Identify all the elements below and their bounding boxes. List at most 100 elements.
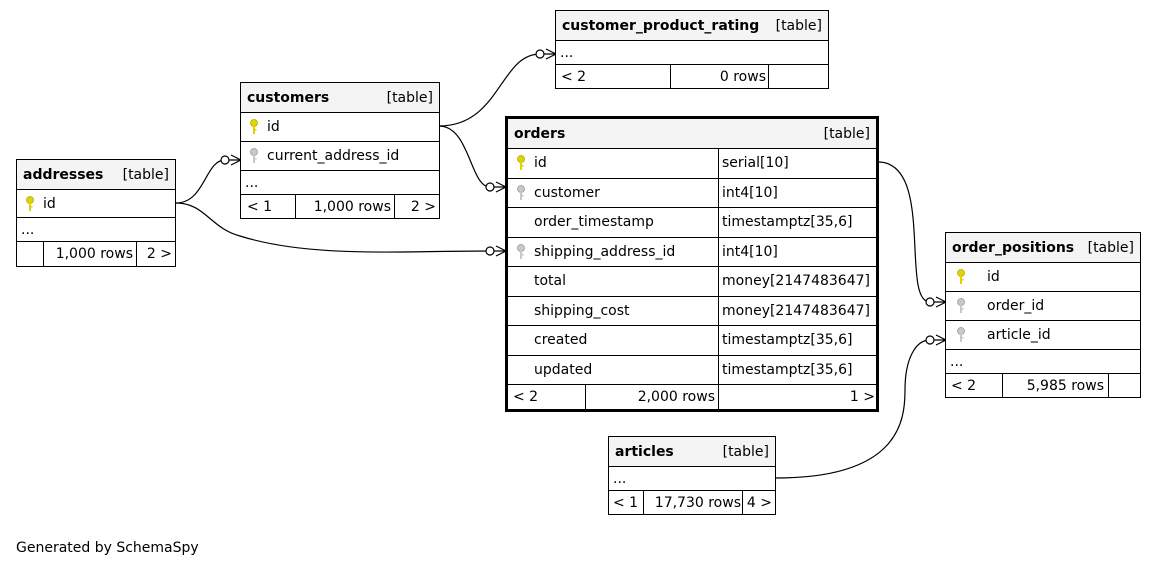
column-type: int4[10] xyxy=(722,243,778,260)
column-type: serial[10] xyxy=(722,155,789,172)
table-order-positions[interactable]: order_positions [table] id order_id arti… xyxy=(945,232,1141,398)
table-type: [table] xyxy=(722,443,769,460)
table-footer: < 2 2,000 rows 1 > xyxy=(508,385,876,409)
column-type: int4[10] xyxy=(722,184,778,201)
column-row[interactable]: id xyxy=(17,190,175,218)
table-header: addresses [table] xyxy=(17,160,175,190)
row-count: 1,000 rows xyxy=(313,198,391,215)
column-row[interactable]: customer int4[10] xyxy=(508,178,876,208)
table-name: orders xyxy=(514,125,566,142)
primary-key-icon xyxy=(25,190,35,217)
column-name: id xyxy=(534,155,547,172)
table-type: [table] xyxy=(823,125,870,142)
table-type: [table] xyxy=(1087,239,1134,256)
optional-marker xyxy=(485,182,495,192)
column-name: updated xyxy=(534,361,593,378)
foreign-key-icon xyxy=(956,292,966,320)
column-row[interactable]: article_id xyxy=(946,321,1140,350)
column-row[interactable]: order_id xyxy=(946,292,1140,321)
column-row[interactable]: current_address_id xyxy=(241,142,439,171)
foreign-key-icon xyxy=(516,179,526,208)
children-link[interactable]: 1 > xyxy=(849,389,875,405)
relation-customers-orders xyxy=(438,125,491,188)
ellipsis: ... xyxy=(245,174,259,191)
table-header: articles [table] xyxy=(609,437,775,467)
optional-marker xyxy=(925,297,935,307)
parents-link[interactable]: < 2 xyxy=(513,389,539,405)
relation-addresses-customers xyxy=(175,159,226,204)
primary-key-icon xyxy=(516,149,526,178)
table-footer: < 1 17,730 rows 4 > xyxy=(609,491,775,514)
column-row[interactable]: updated timestamptz[35,6] xyxy=(508,355,876,385)
table-name: articles xyxy=(615,443,674,460)
optional-marker xyxy=(220,155,230,165)
row-count: 5,985 rows xyxy=(1026,377,1104,394)
crowfoot-marker xyxy=(544,48,557,60)
foreign-key-icon xyxy=(956,321,966,349)
table-name: customer_product_rating xyxy=(562,17,760,34)
ellipsis: ... xyxy=(613,470,627,487)
table-customer-product-rating[interactable]: customer_product_rating [table] ... < 2 … xyxy=(555,10,829,89)
column-type: timestamptz[35,6] xyxy=(722,361,853,378)
table-header: customers [table] xyxy=(241,83,439,113)
column-name: order_timestamp xyxy=(534,214,654,231)
column-name: current_address_id xyxy=(267,148,400,164)
row-count: 1,000 rows xyxy=(55,246,133,262)
generated-by-credit: Generated by SchemaSpy xyxy=(16,540,199,556)
table-name: order_positions xyxy=(952,239,1075,256)
parents-link[interactable]: < 1 xyxy=(247,198,273,215)
column-name: id xyxy=(987,269,1000,285)
ellipsis: ... xyxy=(21,221,35,238)
ellipsis-row: ... xyxy=(609,467,775,491)
column-name: created xyxy=(534,332,588,349)
parents-link[interactable]: < 1 xyxy=(613,494,639,511)
table-customers[interactable]: customers [table] id current_address_id … xyxy=(240,82,440,219)
column-name: id xyxy=(267,119,280,135)
table-addresses[interactable]: addresses [table] id ... 1,000 rows 2 > xyxy=(16,159,176,267)
table-header: order_positions [table] xyxy=(946,233,1140,263)
primary-key-icon xyxy=(249,113,259,141)
relation-orders-positions xyxy=(877,161,931,303)
children-link[interactable]: 2 > xyxy=(410,198,436,215)
column-name: customer xyxy=(534,184,600,201)
optional-marker xyxy=(925,335,935,345)
table-footer: < 2 5,985 rows xyxy=(946,374,1140,397)
table-orders[interactable]: orders [table] id serial[10] customer int4[… xyxy=(505,116,879,412)
row-count: 0 rows xyxy=(719,68,766,85)
table-header: orders [table] xyxy=(508,119,876,149)
optional-marker xyxy=(535,49,545,59)
parents-link[interactable]: < 2 xyxy=(561,68,587,85)
column-row[interactable]: id xyxy=(946,263,1140,292)
column-name: id xyxy=(43,195,56,212)
ellipsis-row: ... xyxy=(17,218,175,242)
parents-link[interactable]: < 2 xyxy=(951,377,977,394)
row-count: 2,000 rows xyxy=(637,389,715,405)
column-row[interactable]: id xyxy=(241,113,439,142)
relation-customers-rating xyxy=(438,53,541,127)
ellipsis: ... xyxy=(560,44,574,61)
ellipsis-row: ... xyxy=(241,171,439,195)
column-type: timestamptz[35,6] xyxy=(722,332,853,349)
relation-addresses-orders xyxy=(175,202,491,253)
column-row[interactable]: id serial[10] xyxy=(508,149,876,179)
table-footer: 1,000 rows 2 > xyxy=(17,242,175,266)
foreign-key-icon xyxy=(516,238,526,267)
table-articles[interactable]: articles [table] ... < 1 17,730 rows 4 > xyxy=(608,436,776,515)
crowfoot-marker xyxy=(494,181,507,193)
column-row[interactable]: created timestamptz[35,6] xyxy=(508,326,876,356)
table-name: addresses xyxy=(23,166,104,183)
ellipsis-row: ... xyxy=(556,41,828,65)
column-name: order_id xyxy=(987,298,1045,314)
ellipsis: ... xyxy=(950,353,964,370)
children-link[interactable]: 2 > xyxy=(146,246,172,262)
column-type: money[2147483647] xyxy=(722,273,870,290)
row-count: 17,730 rows xyxy=(654,494,741,511)
children-link[interactable]: 4 > xyxy=(746,494,772,511)
crowfoot-marker xyxy=(494,245,507,257)
optional-marker xyxy=(485,246,495,256)
